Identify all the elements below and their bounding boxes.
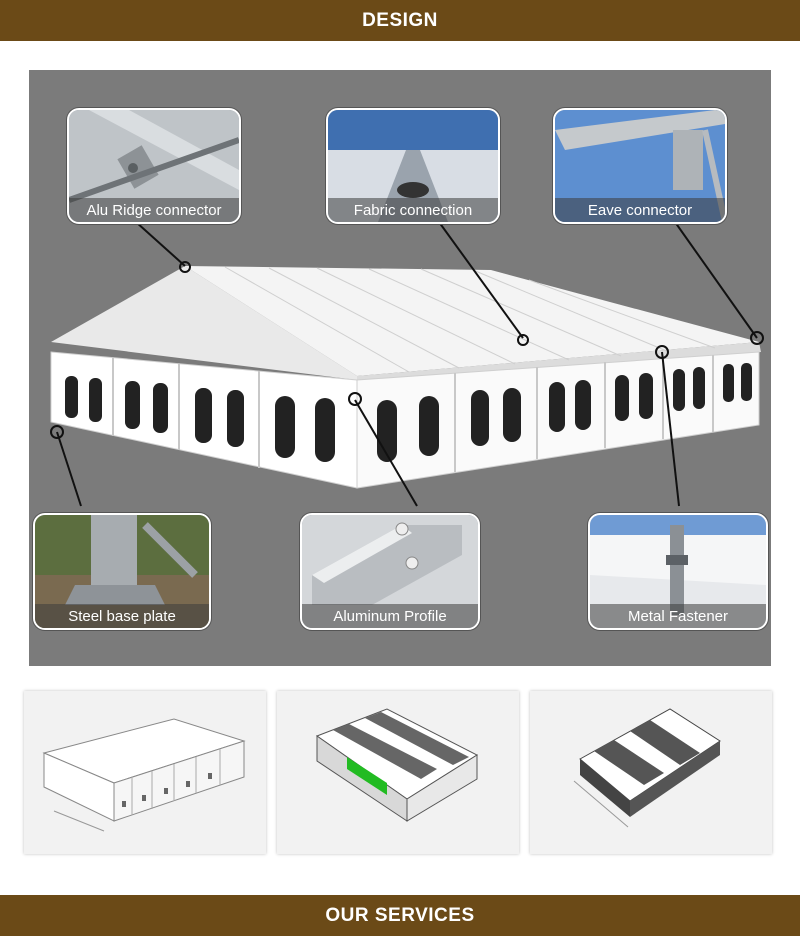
tent-drawing-2 [315, 708, 479, 822]
aluminum-profile-callout: Aluminum Profile [300, 513, 480, 630]
alu-ridge-connector-callout: Alu Ridge connector [67, 108, 241, 224]
eave-connector-callout: Eave connector [553, 108, 727, 224]
tent-drawing-3 [573, 708, 721, 828]
steel-base-plate-callout: Steel base plate [33, 513, 211, 630]
design-panel: Alu Ridge connector Fabric connection Ea… [29, 70, 771, 666]
metal-fastener-callout: Metal Fastener [588, 513, 768, 630]
design-title: DESIGN [362, 9, 438, 31]
fabric-connection-label: Fabric connection [328, 198, 498, 222]
alu-ridge-connector-label: Alu Ridge connector [69, 198, 239, 222]
eave-connector-label: Eave connector [555, 198, 725, 222]
design-banner: DESIGN [0, 0, 800, 41]
services-title: OUR SERVICES [325, 904, 475, 926]
tent-thumbnail-1 [24, 691, 266, 854]
steel-base-plate-label: Steel base plate [35, 604, 209, 628]
tent-drawing-1 [42, 718, 246, 832]
tent-thumbnail-2 [277, 691, 519, 854]
services-banner: OUR SERVICES [0, 895, 800, 936]
metal-fastener-label: Metal Fastener [590, 604, 766, 628]
aluminum-profile-label: Aluminum Profile [302, 604, 478, 628]
tent-thumbnail-3 [530, 691, 772, 854]
tent-illustration [50, 221, 764, 507]
fabric-connection-callout: Fabric connection [326, 108, 500, 224]
